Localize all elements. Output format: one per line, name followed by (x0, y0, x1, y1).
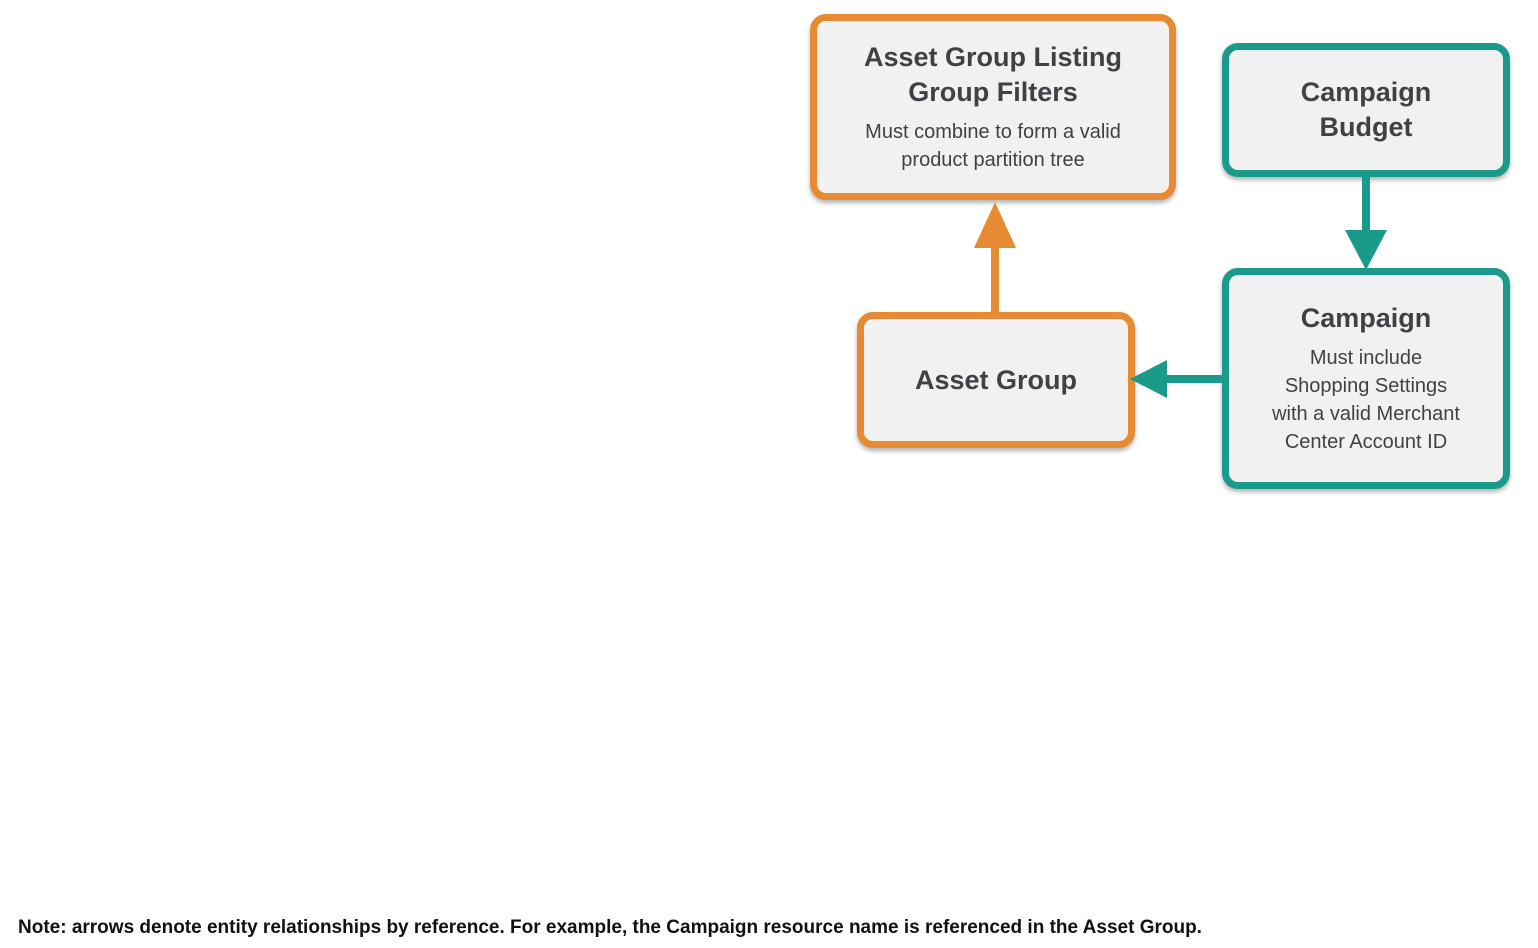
arrowhead-down-icon (1345, 230, 1387, 270)
arrow-line (991, 246, 999, 313)
node-title: Campaign (1300, 303, 1432, 333)
node-title: Campaign Budget (1300, 77, 1432, 142)
node-campaign: Campaign Must include Shopping Settings … (1222, 268, 1510, 489)
node-campaign-budget: Campaign Budget (1222, 43, 1510, 177)
arrowhead-up-icon (974, 202, 1016, 248)
footnote: Note: arrows denote entity relationships… (18, 917, 1202, 938)
node-subtitle: Must include Shopping Settings with a va… (1272, 347, 1460, 453)
arrow-line (1362, 177, 1370, 234)
node-title: Asset Group (914, 364, 1078, 395)
node-asset-group: Asset Group (857, 312, 1135, 448)
node-title: Asset Group Listing Group Filters (863, 42, 1123, 107)
arrow-line (1164, 375, 1222, 383)
node-subtitle: Must combine to form a valid product par… (865, 121, 1121, 171)
arrowhead-left-icon (1130, 360, 1167, 398)
node-asset-group-listing-group-filters: Asset Group Listing Group Filters Must c… (810, 14, 1176, 200)
